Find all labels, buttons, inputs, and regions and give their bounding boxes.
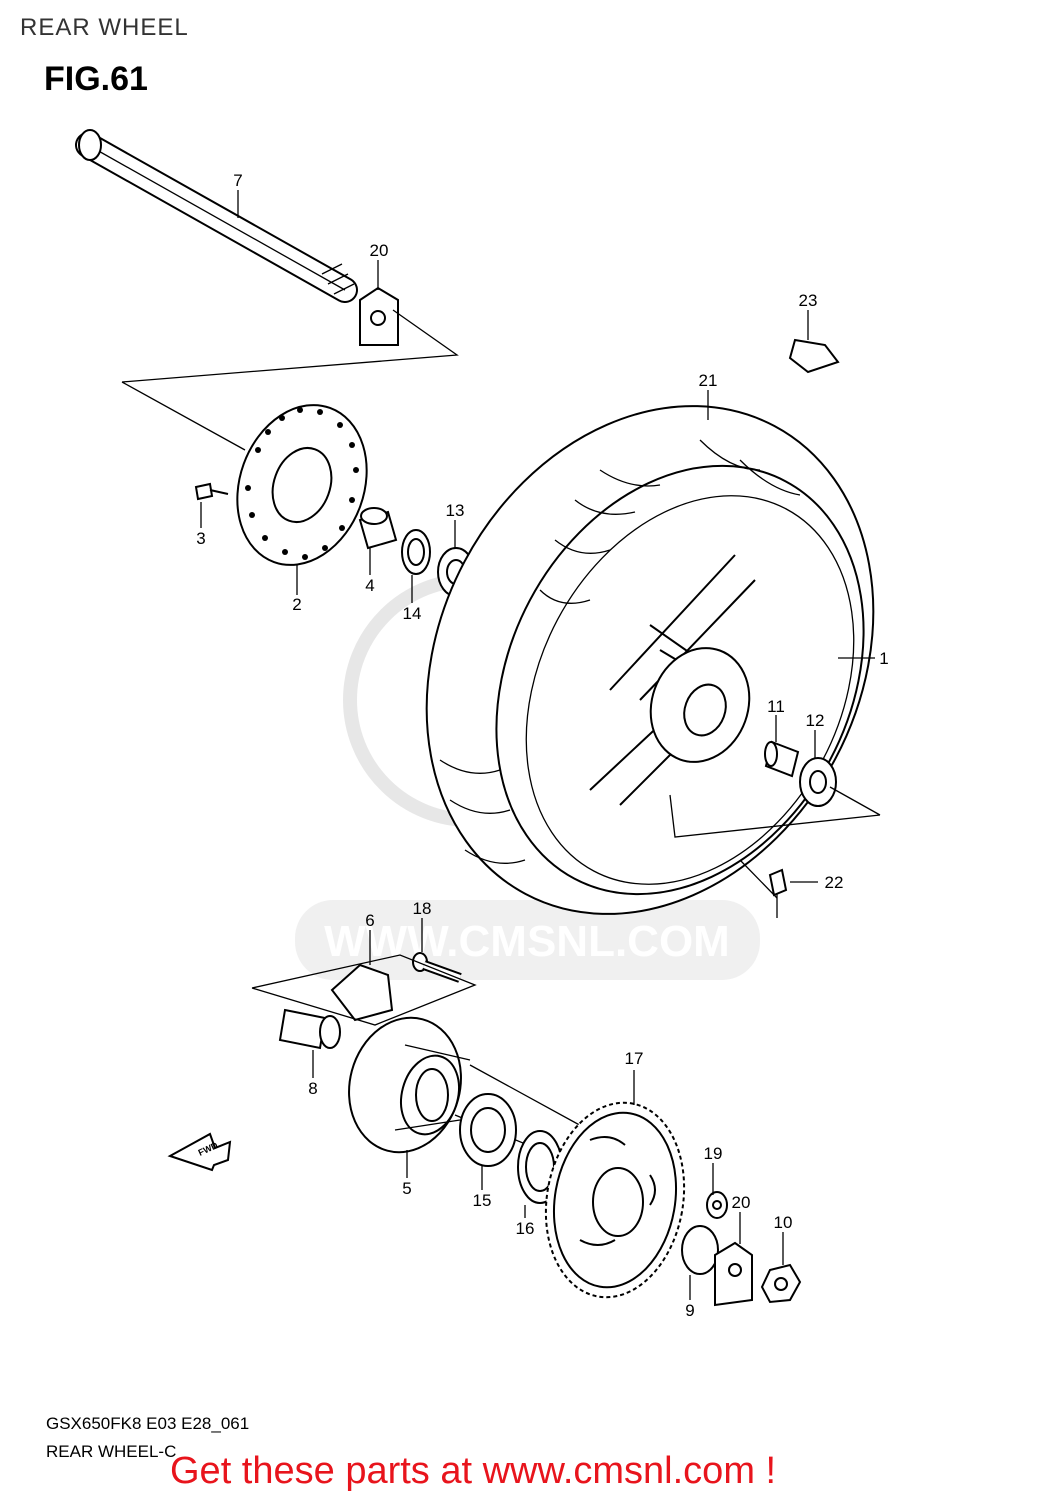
callout-22: 22 — [825, 873, 844, 892]
part-rear-sprocket — [544, 1101, 686, 1299]
callout-7: 7 — [233, 171, 242, 190]
part-wheel-and-tire — [425, 405, 875, 915]
callout-23: 23 — [799, 291, 818, 310]
part-sprocket-nut — [706, 1191, 728, 1219]
part-bearing-right — [799, 757, 837, 807]
callout-13: 13 — [446, 501, 465, 520]
part-collar — [278, 1008, 341, 1050]
callout-1: 1 — [879, 649, 888, 668]
callout-20-top: 20 — [370, 241, 389, 260]
watermark-text: WWW.CMSNL.COM — [324, 917, 730, 966]
part-bearing-drum — [459, 1093, 517, 1167]
part-spacer-right — [681, 1225, 719, 1275]
callout-20-bottom: 20 — [732, 1193, 751, 1212]
part-spacer-left — [358, 507, 398, 550]
callout-15: 15 — [473, 1191, 492, 1210]
footer-diagram-name: REAR WHEEL-C — [46, 1442, 177, 1461]
callout-12: 12 — [806, 711, 825, 730]
reference-line-hub — [669, 786, 881, 899]
page-header: REAR WHEEL — [20, 14, 189, 41]
part-lock-plate-bottom — [714, 1241, 753, 1307]
part-brake-disc — [236, 404, 368, 566]
callout-3: 3 — [196, 529, 205, 548]
callout-11: 11 — [767, 697, 785, 716]
callout-17: 17 — [625, 1049, 644, 1068]
part-axle — [75, 129, 358, 303]
part-sprocket-drum — [348, 1016, 471, 1154]
callout-4: 4 — [365, 576, 374, 595]
reference-line-axle — [121, 309, 459, 451]
callout-10: 10 — [774, 1213, 793, 1232]
callout-19: 19 — [704, 1144, 723, 1163]
part-axle-nut — [760, 1263, 802, 1304]
part-cushion — [330, 963, 394, 1022]
fwd-arrow-icon: FWD — [167, 1132, 232, 1172]
callout-2: 2 — [292, 595, 301, 614]
part-oil-seal-left — [401, 529, 431, 575]
leader-lines — [200, 190, 875, 1300]
callout-14: 14 — [403, 604, 422, 623]
figure-title: FIG.61 — [44, 60, 148, 98]
promo-link[interactable]: Get these parts at www.cmsnl.com ! — [170, 1450, 777, 1492]
callout-16: 16 — [516, 1219, 535, 1238]
footer-model-code: GSX650FK8 E03 E28_061 — [46, 1414, 250, 1433]
callout-18: 18 — [413, 899, 432, 918]
part-clip — [788, 338, 840, 374]
part-disc-bolt — [194, 482, 229, 501]
callout-21: 21 — [699, 371, 718, 390]
callout-8: 8 — [308, 1079, 317, 1098]
callout-9: 9 — [685, 1301, 694, 1320]
callout-5: 5 — [402, 1179, 411, 1198]
callout-6: 6 — [365, 911, 374, 930]
part-hub-spacer — [764, 740, 800, 778]
part-lock-plate-top — [359, 286, 399, 346]
reference-line-coupling — [251, 954, 477, 1026]
part-air-valve — [768, 868, 788, 918]
